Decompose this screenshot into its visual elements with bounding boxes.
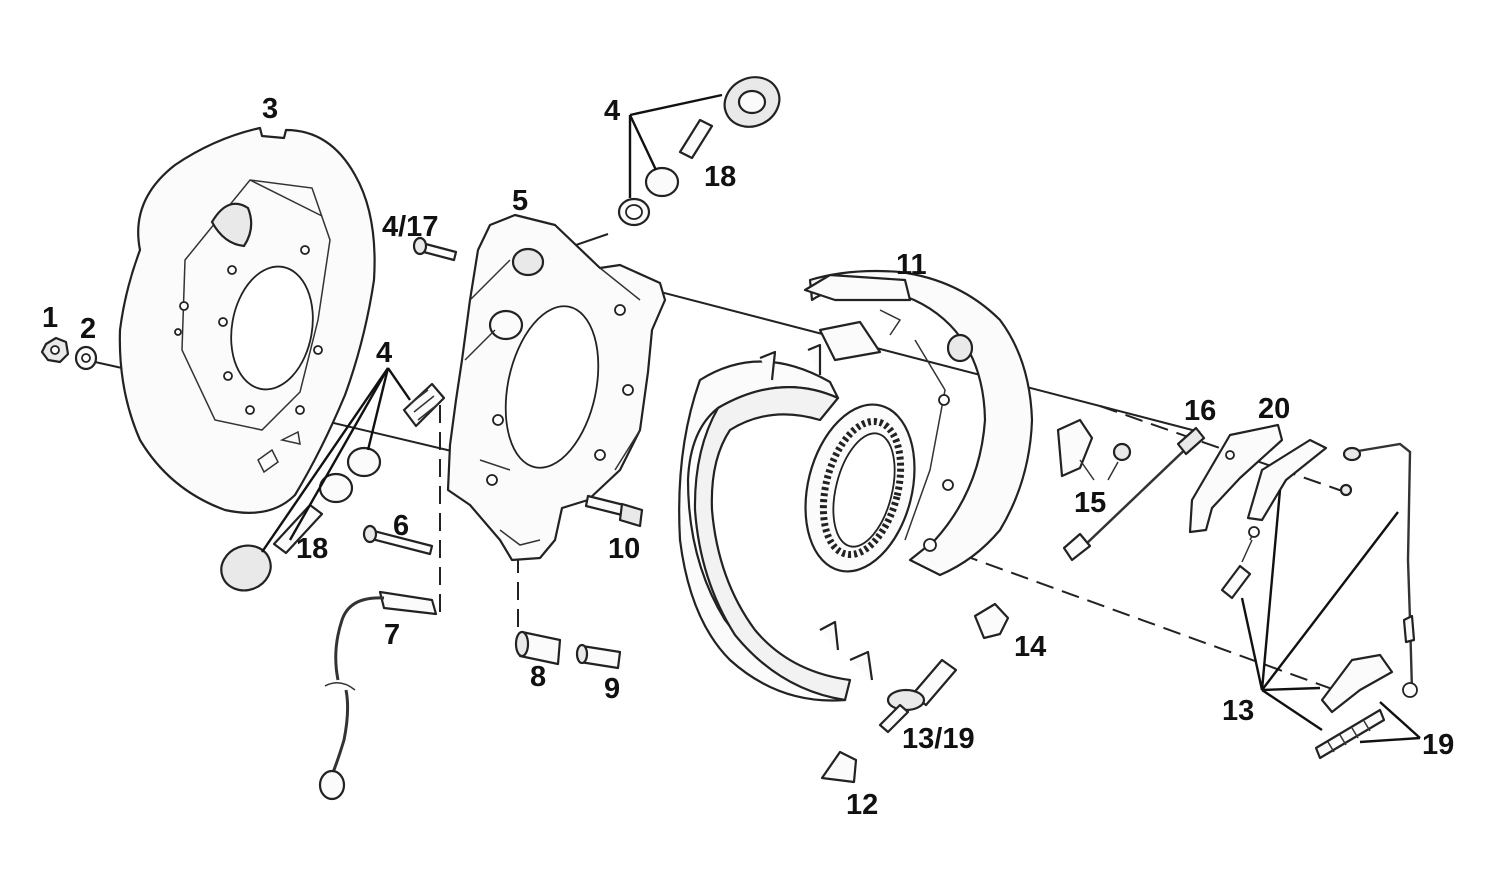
callout-7: 7: [384, 619, 400, 651]
brake-shoe-assembly: [803, 269, 1034, 577]
callout-1: 1: [42, 302, 58, 334]
callout-20: 20: [1258, 393, 1290, 425]
callout-3: 3: [262, 93, 278, 125]
brake-shoe-lining: [678, 343, 874, 702]
callout-8: 8: [530, 661, 546, 693]
callout-19: 19: [1422, 729, 1454, 761]
callout-11: 11: [896, 249, 927, 281]
adjuster-plate-15: [1056, 418, 1132, 481]
callout-labels: 1 2 3 4 4 4/17 5 6 7 8 9 10 11 12 13 13/…: [42, 93, 1454, 821]
spider-plate: [446, 213, 667, 562]
bolt-4-17: [412, 236, 458, 262]
callout-15: 15: [1074, 487, 1106, 519]
callout-12: 12: [846, 789, 878, 821]
callout-leader-lines: [261, 93, 1421, 744]
backing-plate: [118, 126, 376, 514]
bushings-top-group: [617, 76, 781, 227]
nut-and-washer: [40, 336, 98, 371]
lever-plates-20: [1188, 423, 1328, 534]
abs-tone-ring: [804, 403, 916, 573]
callout-18-top: 18: [704, 161, 736, 193]
callout-14: 14: [1014, 631, 1046, 663]
adjuster-rod-16: [1062, 426, 1206, 562]
callout-6: 6: [393, 510, 409, 542]
callout-13-right: 13: [1222, 695, 1254, 727]
anchor-pin-13-19: [878, 658, 958, 734]
bolt-6: [362, 524, 434, 556]
callout-13-19: 13/19: [902, 723, 975, 755]
abs-sensor: [318, 590, 438, 801]
springs-and-linkage: [1220, 442, 1418, 760]
clip-12: [820, 750, 858, 784]
callout-9: 9: [604, 673, 620, 705]
callout-5: 5: [512, 185, 528, 217]
callout-4-top: 4: [604, 95, 620, 127]
clip-14: [973, 602, 1010, 640]
callout-4-17: 4/17: [382, 211, 438, 243]
callout-4-left: 4: [376, 337, 392, 369]
sleeves-8-9: [514, 630, 622, 670]
bolt-10: [584, 494, 644, 528]
callout-10: 10: [608, 533, 640, 565]
callout-18-left: 18: [296, 533, 328, 565]
callout-16: 16: [1184, 395, 1216, 427]
callout-2: 2: [80, 313, 96, 345]
